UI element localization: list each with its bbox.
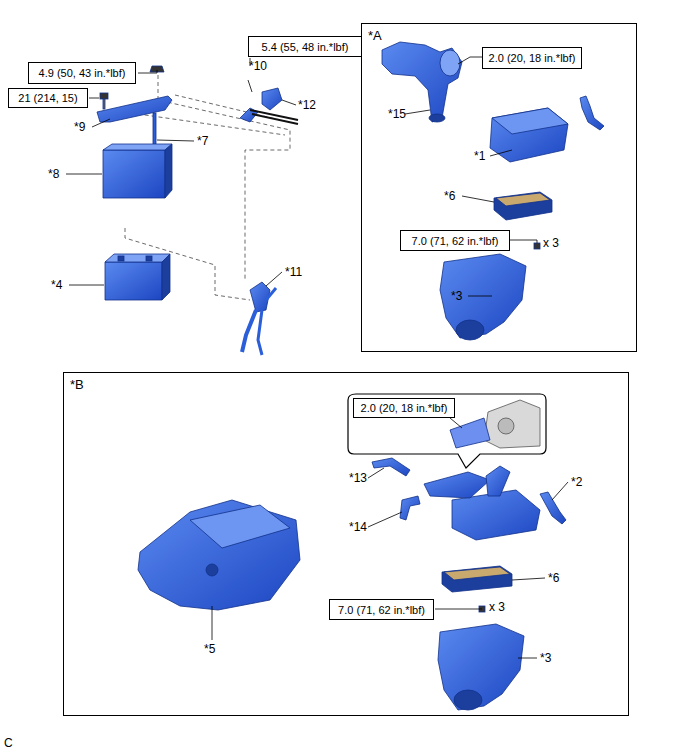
quantity-note: x 3 bbox=[489, 601, 505, 614]
torque-value: 7.0 (71, 62 in.*lbf) bbox=[412, 235, 499, 247]
callout-number: *11 bbox=[285, 266, 302, 279]
figure-code: C bbox=[4, 737, 13, 750]
torque-spec-box: 21 (214, 15) bbox=[8, 88, 88, 108]
torque-value: 2.0 (20, 18 in.*lbf) bbox=[361, 402, 448, 414]
callout-number: *7 bbox=[197, 135, 208, 148]
torque-value: 2.0 (20, 18 in.*lbf) bbox=[489, 52, 576, 64]
torque-value: 4.9 (50, 43 in.*lbf) bbox=[39, 67, 126, 79]
callout-number: *14 bbox=[349, 521, 367, 534]
view-panel: *A 2.0 (20, 18 in.*lbf) 7.0 (71, 62 in.*lb… bbox=[361, 23, 637, 352]
callout-number: *3 bbox=[540, 652, 551, 665]
callout-number: *8 bbox=[48, 168, 59, 181]
callout-number: *6 bbox=[444, 190, 455, 203]
torque-spec-box: 7.0 (71, 62 in.*lbf) bbox=[400, 230, 510, 251]
callout-number: *12 bbox=[298, 99, 316, 112]
torque-spec-box: 5.4 (55, 48 in.*lbf) bbox=[248, 36, 362, 57]
torque-spec-box: 7.0 (71, 62 in.*lbf) bbox=[329, 599, 434, 620]
callout-number: *15 bbox=[388, 108, 406, 121]
torque-value: 7.0 (71, 62 in.*lbf) bbox=[338, 604, 425, 616]
callout-number: *6 bbox=[548, 572, 559, 585]
callout-number: *9 bbox=[74, 121, 85, 134]
quantity-note: x 3 bbox=[543, 237, 559, 250]
callout-number: *3 bbox=[451, 290, 462, 303]
torque-spec-box: 2.0 (20, 18 in.*lbf) bbox=[353, 398, 455, 418]
torque-value: 21 (214, 15) bbox=[18, 92, 77, 104]
torque-spec-box: 2.0 (20, 18 in.*lbf) bbox=[482, 47, 582, 69]
callout-number: *13 bbox=[349, 472, 367, 485]
callout-number: *2 bbox=[571, 476, 582, 489]
torque-spec-box: 4.9 (50, 43 in.*lbf) bbox=[28, 62, 136, 84]
torque-value: 5.4 (55, 48 in.*lbf) bbox=[262, 41, 349, 53]
view-heading: *B bbox=[70, 377, 84, 392]
callout-number: *1 bbox=[474, 150, 485, 163]
callout-number: *5 bbox=[204, 643, 215, 656]
callout-number: *4 bbox=[51, 279, 62, 292]
view-heading: *A bbox=[368, 28, 382, 43]
callout-number: *10 bbox=[249, 60, 267, 73]
